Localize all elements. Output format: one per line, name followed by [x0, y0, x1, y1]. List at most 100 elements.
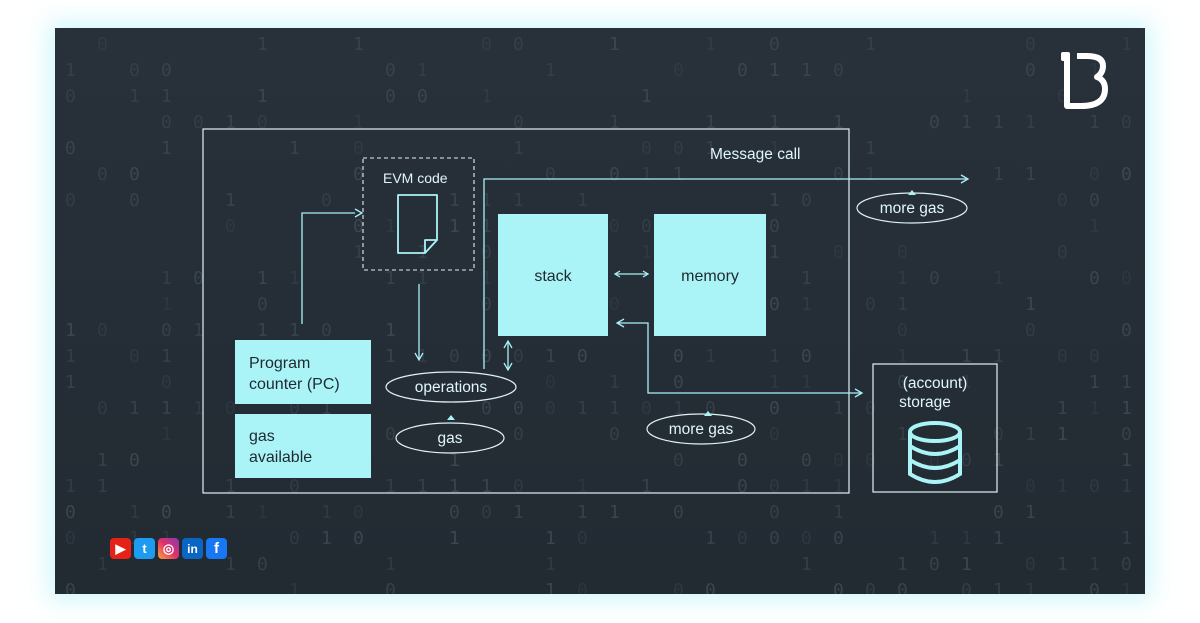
- binary-digit: 1: [641, 476, 652, 497]
- binary-digit: 0: [225, 398, 236, 419]
- binary-digit: 1: [1089, 112, 1100, 133]
- binary-digit: 0: [481, 34, 492, 55]
- binary-digit: 0: [129, 164, 140, 185]
- binary-digit: 0: [929, 554, 940, 575]
- binary-digit: 0: [673, 372, 684, 393]
- binary-digit: 0: [801, 528, 812, 549]
- binary-digit: 1: [353, 34, 364, 55]
- twitter-icon[interactable]: t: [134, 538, 155, 559]
- binary-digit: 0: [961, 580, 972, 594]
- binary-digit: 0: [801, 190, 812, 211]
- binary-digit: 1: [833, 502, 844, 523]
- binary-digit: 1: [449, 528, 460, 549]
- binary-digit: 1: [97, 450, 108, 471]
- binary-digit: 1: [1057, 398, 1068, 419]
- binary-digit: 1: [865, 164, 876, 185]
- binary-digit: 1: [769, 190, 780, 211]
- evm-diagram: Message call EVM code Program counter (P…: [202, 52, 1108, 494]
- storage-label-1: (account): [903, 375, 968, 392]
- database-icon: [908, 421, 962, 484]
- binary-digit: 1: [961, 554, 972, 575]
- binary-digit: 1: [961, 372, 972, 393]
- binary-digit: 0: [129, 450, 140, 471]
- binary-digit: 1: [225, 476, 236, 497]
- memory-label: memory: [681, 268, 739, 285]
- binary-digit: 0: [705, 580, 716, 594]
- binary-digit: 0: [353, 528, 364, 549]
- binary-digit: 1: [1121, 528, 1132, 549]
- binary-digit: 1: [481, 216, 492, 237]
- binary-digit: 1: [129, 502, 140, 523]
- binary-digit: 0: [897, 580, 908, 594]
- binary-digit: 0: [769, 476, 780, 497]
- binary-digit: 1: [193, 320, 204, 341]
- binary-digit: 1: [801, 60, 812, 81]
- binary-digit: 0: [769, 398, 780, 419]
- binary-digit: 0: [897, 372, 908, 393]
- binary-digit: 1: [385, 554, 396, 575]
- operations-label: operations: [415, 379, 488, 396]
- binary-digit: 0: [1089, 580, 1100, 594]
- binary-digit: 0: [929, 112, 940, 133]
- stack-box: [498, 214, 608, 336]
- gas-available-box: [235, 414, 371, 478]
- binary-digit: 0: [1121, 320, 1132, 341]
- binary-digit: 0: [545, 372, 556, 393]
- binary-digit: 1: [257, 502, 268, 523]
- binary-digit: 1: [545, 60, 556, 81]
- binary-digit: 0: [577, 346, 588, 367]
- binary-digit: 1: [481, 268, 492, 289]
- binary-digit: 1: [1057, 424, 1068, 445]
- binary-digit: 1: [1025, 424, 1036, 445]
- binary-digit: 1: [801, 554, 812, 575]
- binary-digit: 1: [129, 86, 140, 107]
- binary-digit: 0: [321, 190, 332, 211]
- binary-digit: 1: [545, 346, 556, 367]
- binary-digit: 1: [1121, 398, 1132, 419]
- binary-digit: 0: [1121, 268, 1132, 289]
- binary-digit: 0: [513, 112, 524, 133]
- binary-digit: 0: [961, 450, 972, 471]
- program-counter-label-1: Program: [249, 355, 310, 372]
- binary-digit: 0: [897, 242, 908, 263]
- binary-digit: 0: [481, 502, 492, 523]
- binary-digit: 1: [1089, 554, 1100, 575]
- linkedin-icon[interactable]: in: [182, 538, 203, 559]
- binary-digit: 1: [993, 346, 1004, 367]
- binary-digit: 1: [1025, 294, 1036, 315]
- binary-digit: 1: [993, 528, 1004, 549]
- youtube-icon[interactable]: ▶: [110, 538, 131, 559]
- binary-digit: 0: [1025, 554, 1036, 575]
- binary-digit: 1: [705, 346, 716, 367]
- binary-digit: 1: [257, 268, 268, 289]
- message-call-box: [202, 128, 850, 494]
- connector-lines: [301, 174, 970, 398]
- binary-digit: 1: [289, 268, 300, 289]
- binary-digit: 1: [513, 138, 524, 159]
- binary-digit: 0: [609, 424, 620, 445]
- binary-digit: 0: [193, 268, 204, 289]
- binary-digit: 1: [865, 34, 876, 55]
- binary-digit: 1: [769, 60, 780, 81]
- instagram-icon[interactable]: ◎: [158, 538, 179, 559]
- binary-digit: 1: [321, 398, 332, 419]
- binary-digit: 1: [1121, 372, 1132, 393]
- binary-digit: 1: [833, 112, 844, 133]
- binary-digit: 0: [289, 528, 300, 549]
- binary-digit: 1: [865, 138, 876, 159]
- binary-digit: 1: [481, 476, 492, 497]
- binary-digit: 1: [769, 112, 780, 133]
- binary-digit: 1: [897, 268, 908, 289]
- brand-logo-icon[interactable]: [1061, 52, 1108, 109]
- binary-digit: 0: [833, 528, 844, 549]
- binary-digit: 0: [1025, 60, 1036, 81]
- binary-digit: 0: [833, 60, 844, 81]
- binary-digit: 0: [97, 320, 108, 341]
- binary-digit: 0: [129, 346, 140, 367]
- facebook-icon[interactable]: f: [206, 538, 227, 559]
- binary-digit: 0: [161, 112, 172, 133]
- binary-digit: 1: [289, 580, 300, 594]
- binary-digit: 0: [449, 502, 460, 523]
- binary-digit: 1: [321, 502, 332, 523]
- binary-digit: 1: [257, 34, 268, 55]
